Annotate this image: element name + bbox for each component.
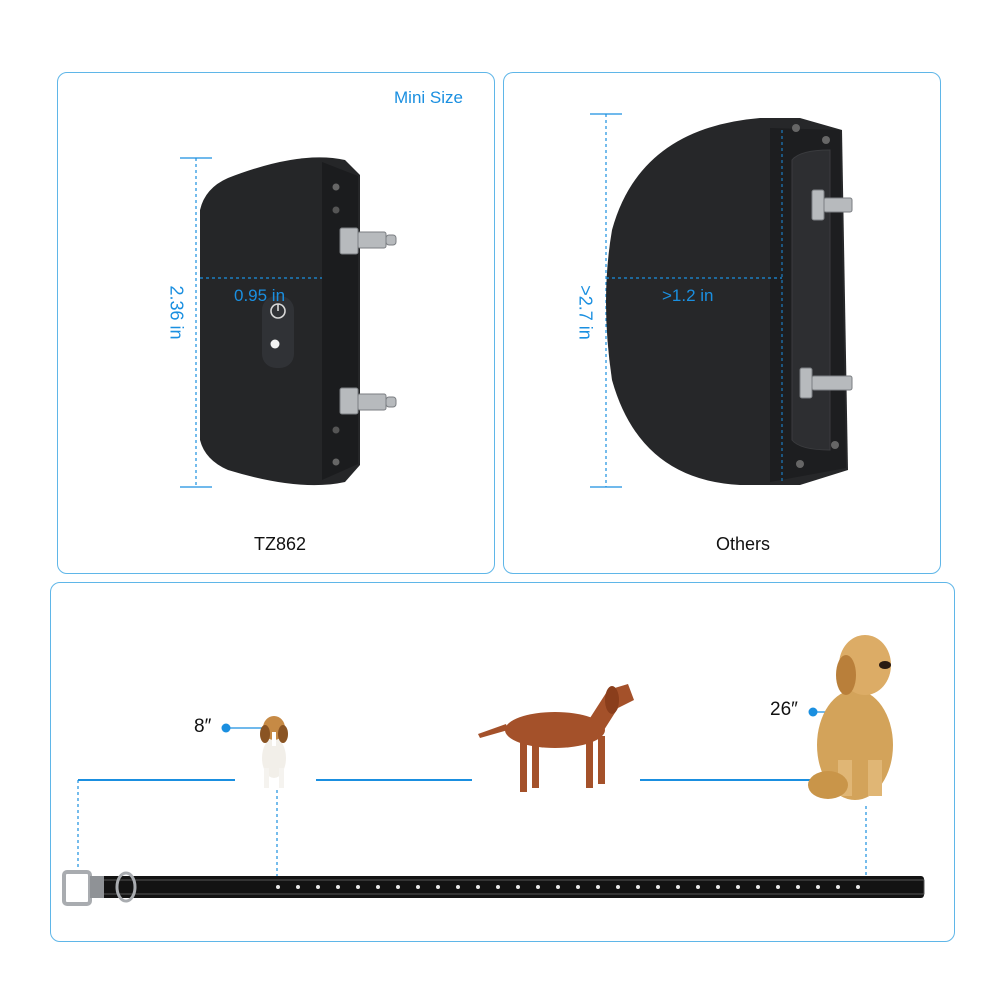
others-caption: Others bbox=[716, 534, 771, 554]
tz862-caption: TZ862 bbox=[254, 534, 307, 554]
large-dog bbox=[808, 635, 893, 800]
collar bbox=[62, 870, 925, 906]
others-height-label: >2.7 in bbox=[575, 285, 596, 340]
small-dog bbox=[260, 716, 288, 788]
others-width-label: >1.2 in bbox=[662, 286, 714, 305]
others-receiver bbox=[590, 113, 853, 488]
large-dog-neck-label: 26″ bbox=[770, 699, 798, 720]
tz862-width-label: 0.95 in bbox=[234, 286, 286, 305]
tz862-height-label: 2.36 in bbox=[166, 285, 187, 340]
medium-dog bbox=[478, 684, 634, 792]
small-dog-neck-label: 8″ bbox=[194, 716, 212, 737]
mini-size-badge: Mini Size bbox=[394, 88, 463, 107]
tz862-receiver bbox=[180, 157, 397, 488]
